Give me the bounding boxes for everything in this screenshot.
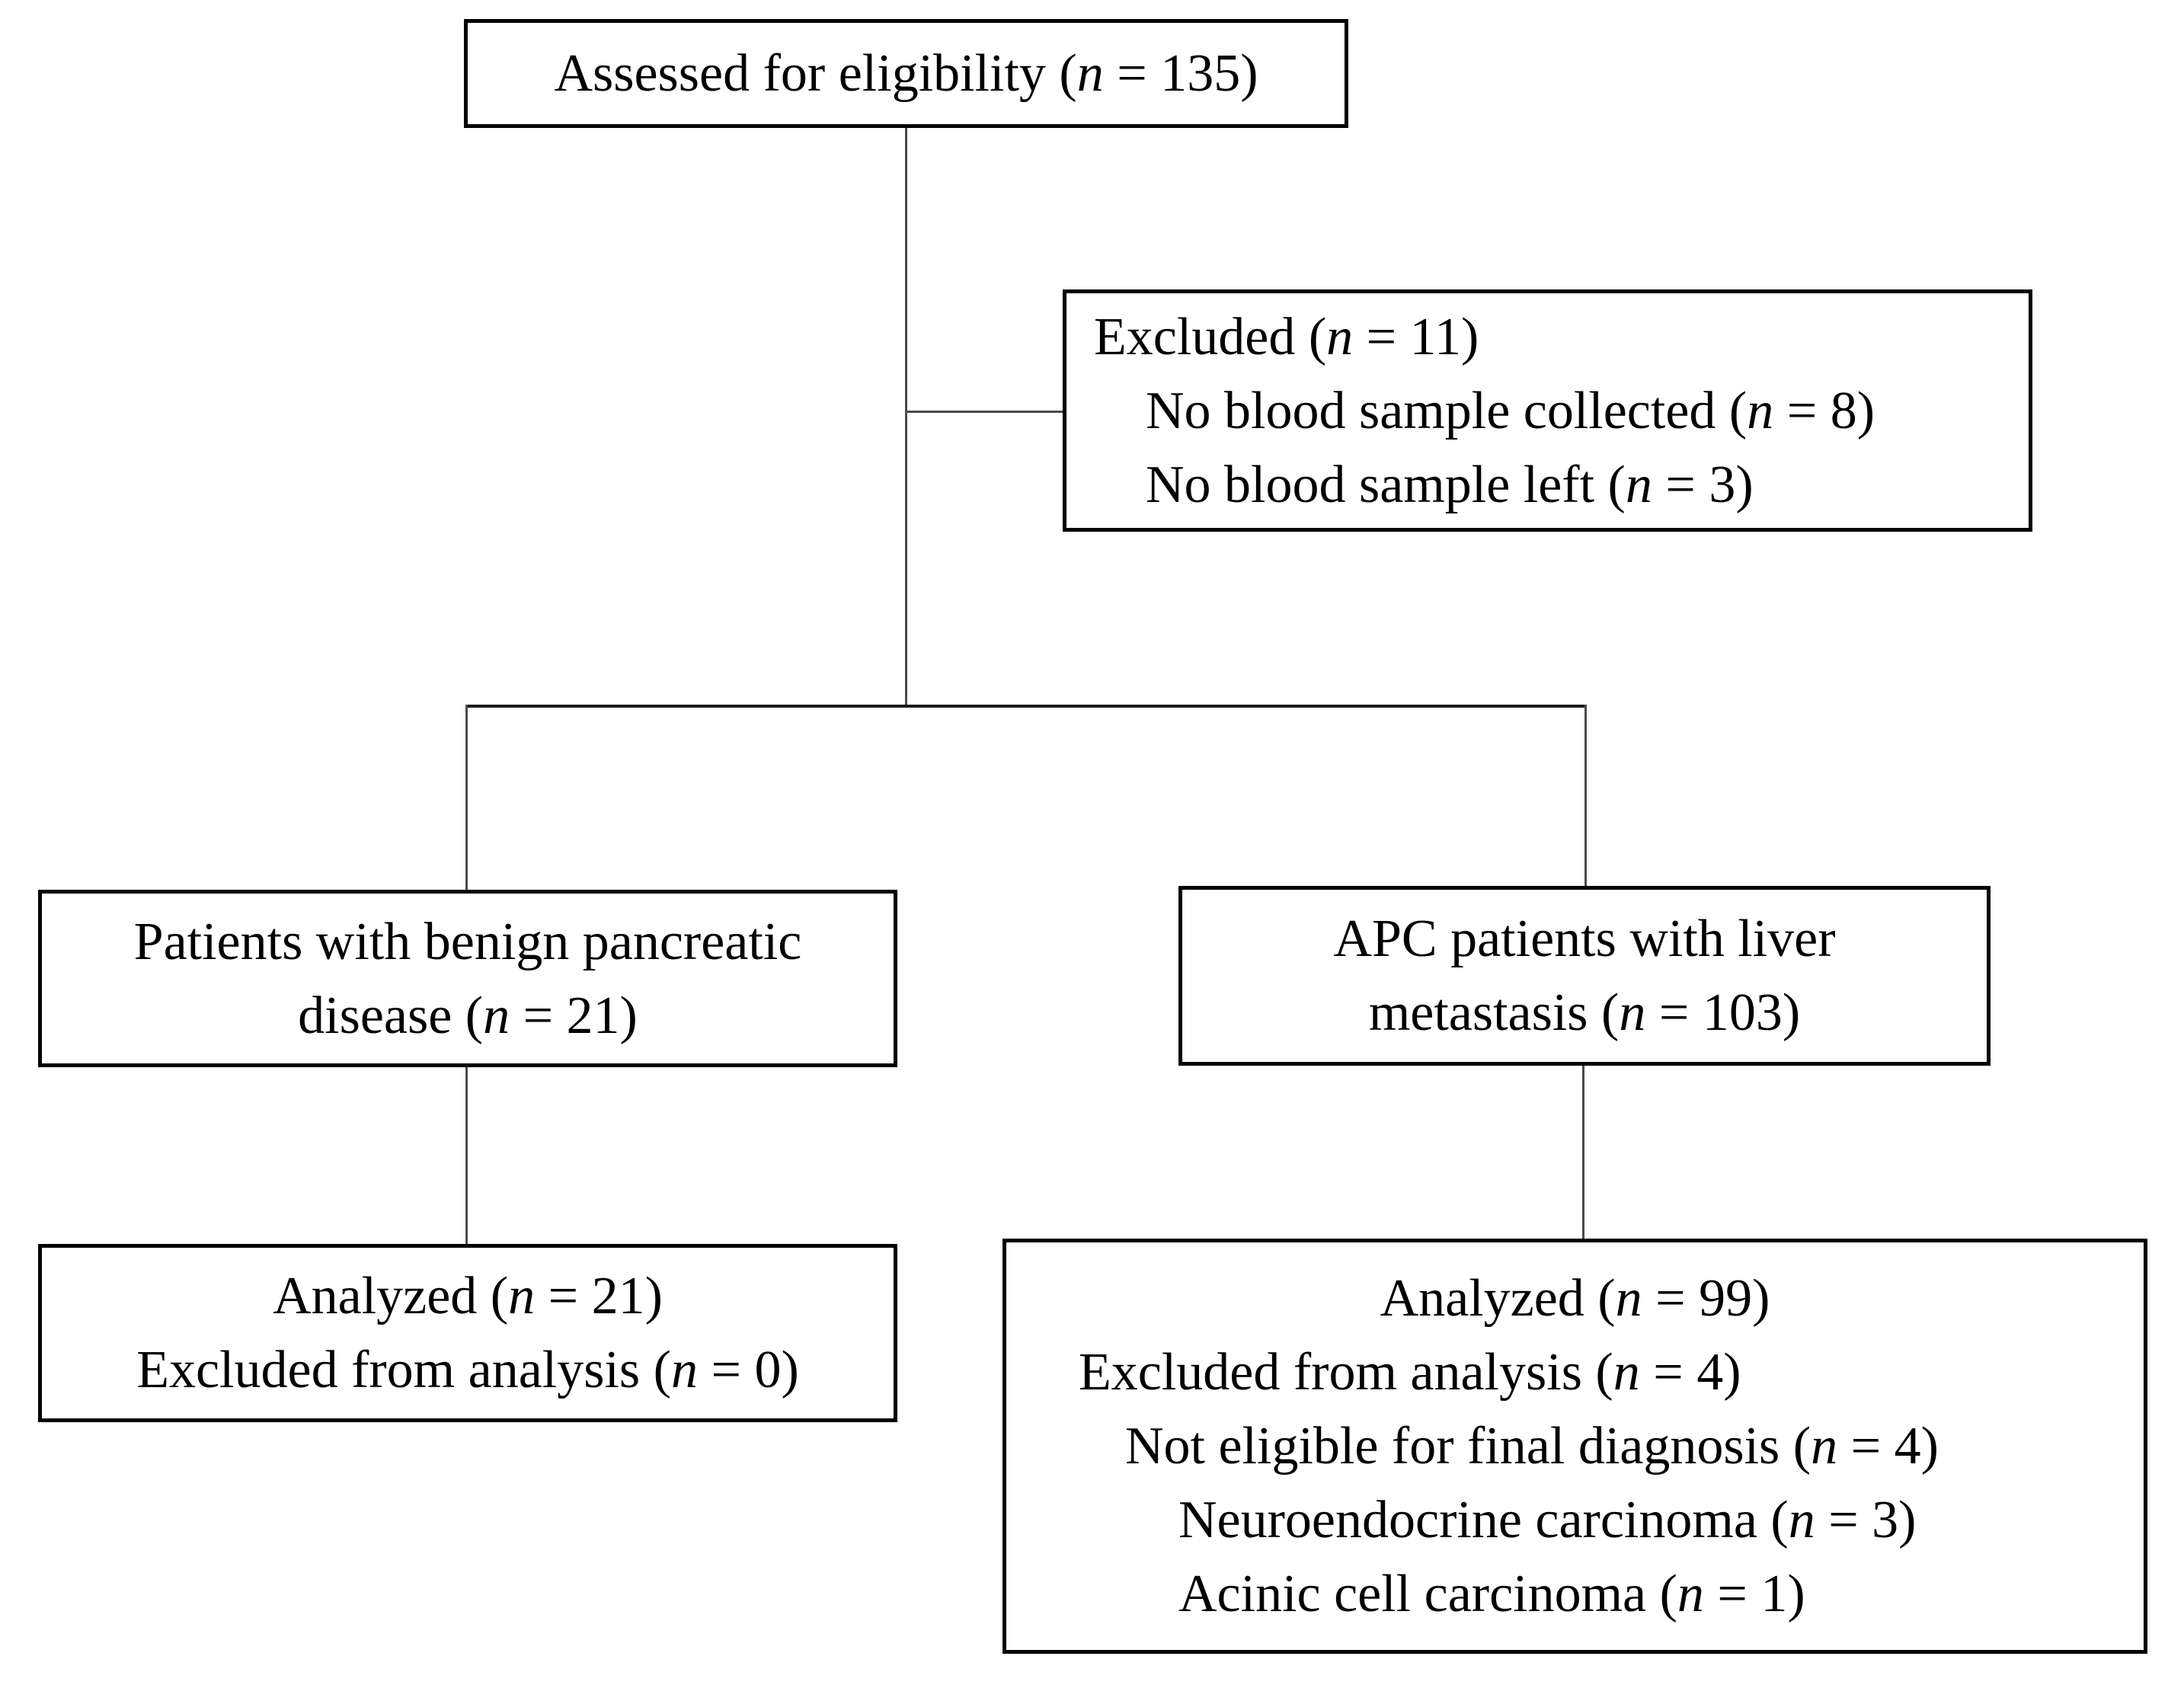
connector-branch-horizontal [465,705,1587,708]
node-analyzed-apc: Analyzed (n = 99) Excluded from analysis… [1002,1239,2147,1654]
node-text-line: Analyzed (n = 21) [273,1267,663,1325]
node-text-line: No blood sample left (n = 3) [1146,455,1754,514]
connector-main-vertical [905,127,907,707]
node-text-line: Acinic cell carcinoma (n = 1) [1178,1565,1805,1623]
node-text-line: Excluded (n = 11) [1094,307,1479,366]
node-assessed-eligibility: Assessed for eligibility (n = 135) [464,19,1348,128]
connector-left-branch-upper [465,705,468,890]
node-text-line: metastasis (n = 103) [1368,983,1801,1042]
node-text-line: Excluded from analysis (n = 0) [136,1341,799,1399]
node-text-line: Analyzed (n = 99) [1380,1269,1770,1328]
connector-to-excluded [905,411,1063,413]
node-text-line: Not eligible for final diagnosis (n = 4) [1125,1417,1939,1476]
node-text-line: Neuroendocrine carcinoma (n = 3) [1178,1491,1917,1549]
node-text-line: Patients with benign pancreatic [133,912,802,971]
connector-right-branch-lower [1582,1065,1584,1239]
node-excluded: Excluded (n = 11) No blood sample collec… [1063,289,2032,532]
node-analyzed-benign: Analyzed (n = 21) Excluded from analysis… [38,1244,897,1422]
node-apc-liver-metastasis: APC patients with liver metastasis (n = … [1178,886,1991,1066]
node-text-line: disease (n = 21) [298,986,638,1045]
connector-left-branch-lower [465,1066,468,1244]
connector-right-branch-upper [1584,705,1587,886]
node-text-line: No blood sample collected (n = 8) [1146,381,1875,440]
node-text-line: Excluded from analysis (n = 4) [1079,1343,1741,1402]
node-text-line: Assessed for eligibility (n = 135) [554,44,1258,103]
node-text-line: APC patients with liver [1333,910,1836,968]
node-benign-pancreatic: Patients with benign pancreatic disease … [38,890,897,1067]
